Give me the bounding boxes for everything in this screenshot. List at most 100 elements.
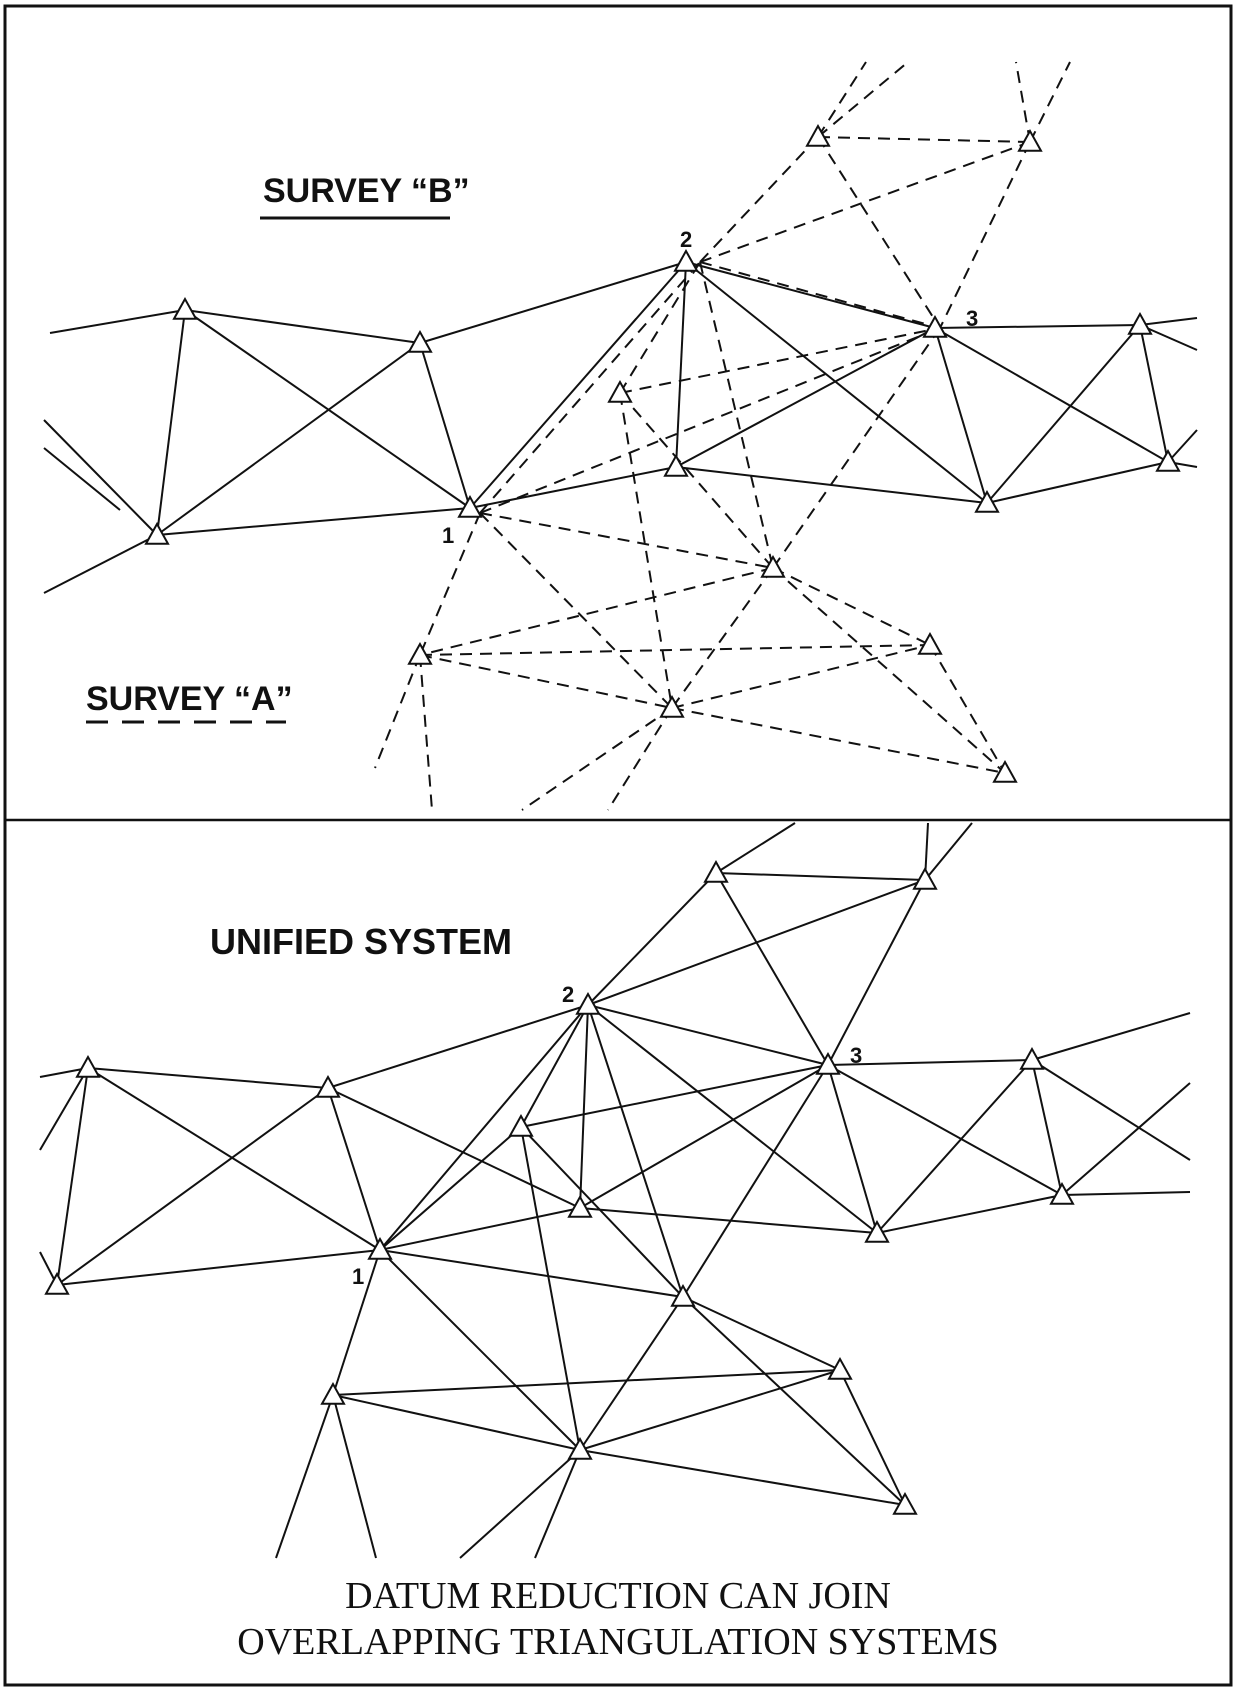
unified-line — [827, 1059, 1033, 1066]
survey-a-line — [619, 261, 701, 394]
survey-a-line — [479, 327, 941, 514]
unified-station — [320, 1381, 346, 1405]
unified-line — [332, 1249, 381, 1396]
survey-b-line — [934, 327, 988, 504]
unified-line — [56, 1087, 329, 1286]
survey-a-line — [419, 654, 673, 709]
survey-a-line — [671, 644, 931, 709]
survey-b-line — [1167, 429, 1198, 463]
unified-line — [579, 1449, 906, 1506]
survey-b-station — [974, 489, 1000, 513]
unified-line — [839, 1369, 906, 1506]
survey-a-line — [479, 512, 673, 709]
unified-line — [87, 1067, 381, 1251]
survey-b-line — [184, 309, 471, 509]
unified-line — [379, 1249, 684, 1298]
survey-b-line — [1139, 317, 1198, 326]
unified-line — [379, 1207, 581, 1251]
unified-line — [579, 1296, 684, 1451]
unified-line — [520, 1064, 829, 1128]
survey-b-station — [1127, 311, 1153, 335]
unified-station — [815, 1051, 841, 1075]
survey-a-line — [419, 567, 774, 656]
unified-line — [827, 1064, 1063, 1196]
survey-b-line — [685, 261, 936, 329]
unified-line — [327, 1087, 581, 1209]
unified-line — [827, 1064, 878, 1234]
unified-line — [459, 1449, 581, 1559]
unified-line — [327, 1087, 381, 1251]
lower-station-label-1: 1 — [352, 1264, 364, 1289]
survey-b-line — [49, 309, 186, 334]
survey-a-line — [772, 567, 1006, 774]
survey-b-line — [675, 327, 936, 468]
upper-station-label-2: 2 — [680, 227, 692, 252]
unified-station — [44, 1271, 70, 1295]
survey-b-line — [419, 261, 687, 344]
survey-a-station — [760, 554, 786, 578]
unified-line — [1061, 1082, 1191, 1196]
unified-line — [587, 1004, 829, 1066]
survey-a-station — [607, 379, 633, 403]
survey-a-line — [939, 141, 1031, 329]
survey-b-station — [144, 521, 170, 545]
unified-line — [1061, 1191, 1191, 1196]
unified-line — [579, 1004, 589, 1209]
survey-a-line — [772, 327, 941, 569]
unified-line — [1031, 1059, 1063, 1196]
unified-line — [587, 1004, 684, 1298]
survey-a-line — [699, 261, 774, 569]
unified-line — [379, 1126, 522, 1251]
survey-b-line — [156, 507, 471, 536]
unified-line — [56, 1249, 381, 1286]
survey-a-line — [619, 327, 941, 394]
survey-a-line — [479, 261, 701, 514]
survey-b-line — [934, 324, 1141, 329]
unified-line — [579, 1369, 841, 1451]
survey-a-line — [817, 61, 867, 138]
survey-a-line — [671, 567, 774, 709]
survey-b-line — [685, 261, 988, 504]
survey-b-line — [43, 419, 158, 536]
unified-station — [508, 1113, 534, 1137]
unified-station — [575, 991, 601, 1015]
unified-line — [379, 1004, 589, 1251]
unified-line — [587, 872, 717, 1006]
upper-station-label-3: 3 — [966, 306, 978, 331]
survey-b-station — [407, 329, 433, 353]
survey-a-line — [521, 707, 673, 811]
unified-line — [87, 1067, 329, 1089]
survey-a-station — [1017, 128, 1043, 152]
unified-line — [332, 1369, 841, 1396]
survey-a-label: SURVEY “A” — [86, 680, 293, 718]
survey-a-line — [1015, 61, 1031, 143]
unified-line — [39, 1067, 89, 1151]
survey-b-line — [156, 309, 186, 536]
survey-a-line — [619, 392, 774, 569]
unified-station — [75, 1054, 101, 1078]
lower-panel: UNIFIED SYSTEM 1 2 3 — [39, 822, 1191, 1559]
survey-a-line — [817, 136, 1031, 143]
unified-line — [332, 1394, 581, 1451]
survey-b-line — [1139, 324, 1169, 463]
lower-station-label-2: 2 — [562, 982, 574, 1007]
caption-line-2: OVERLAPPING TRIANGULATION SYSTEMS — [237, 1621, 998, 1663]
survey-a-line — [619, 392, 673, 709]
unified-line — [715, 872, 829, 1066]
survey-a-line — [1029, 61, 1071, 143]
survey-b-station — [673, 248, 699, 272]
survey-a-station — [992, 759, 1018, 783]
survey-a-line — [419, 644, 931, 656]
survey-a-line — [419, 654, 433, 811]
survey-a-station — [407, 641, 433, 665]
unified-station — [1049, 1181, 1075, 1205]
survey-a-station — [917, 631, 943, 655]
unified-station — [912, 866, 938, 890]
survey-a-line — [419, 512, 481, 656]
unified-station — [670, 1283, 696, 1307]
survey-a-line — [479, 512, 774, 569]
unified-line — [1031, 1012, 1191, 1061]
unified-line — [534, 1449, 581, 1559]
survey-a-network — [374, 61, 1071, 811]
